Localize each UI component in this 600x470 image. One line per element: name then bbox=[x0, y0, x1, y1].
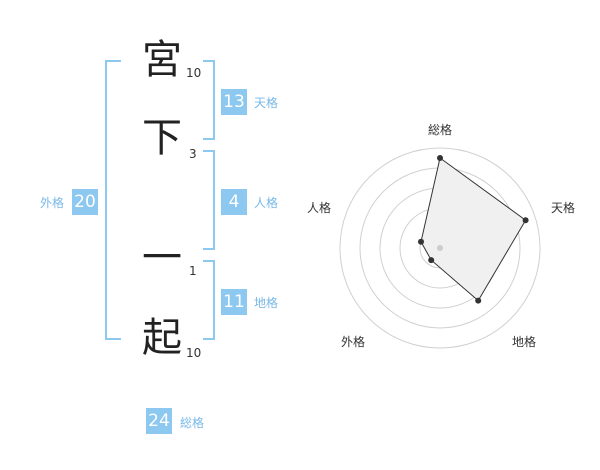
soukaku-label: 総格 bbox=[180, 416, 205, 430]
gaikaku-label: 外格 bbox=[40, 196, 65, 210]
stroke-count-3: 1 bbox=[189, 264, 197, 278]
chikaku-bracket bbox=[203, 260, 215, 340]
stroke-count-1: 10 bbox=[186, 66, 202, 80]
radar-point-3 bbox=[428, 257, 435, 264]
radar-axis-label-gaikaku: 外格 bbox=[341, 334, 365, 349]
gaikaku-value-badge: 20 bbox=[72, 189, 98, 215]
radar-center bbox=[437, 245, 443, 251]
radar-axis-label-soukaku: 総格 bbox=[428, 122, 452, 137]
chikaku-label: 地格 bbox=[254, 296, 279, 310]
jinkaku-bracket bbox=[203, 150, 215, 250]
jinkaku-value-badge: 4 bbox=[221, 189, 247, 215]
name-char-3: 一 bbox=[142, 235, 182, 281]
tenkaku-value-badge: 13 bbox=[221, 89, 247, 115]
radar-point-1 bbox=[522, 217, 529, 224]
radar-points bbox=[418, 155, 529, 304]
name-char-4: 起 bbox=[142, 315, 182, 361]
name-char-2: 下 bbox=[142, 115, 182, 161]
soukaku-value-badge: 24 bbox=[146, 408, 172, 434]
tenkaku-bracket bbox=[203, 60, 215, 140]
radar-axis-label-jinkaku: 人格 bbox=[307, 200, 331, 215]
stroke-count-2: 3 bbox=[189, 147, 197, 161]
stroke-count-4: 10 bbox=[186, 346, 202, 360]
radar-ring-5 bbox=[339, 147, 541, 349]
radar-axis-label-chikaku: 地格 bbox=[512, 334, 536, 349]
radar-axis-label-tenkaku: 天格 bbox=[551, 200, 575, 215]
jinkaku-label: 人格 bbox=[254, 196, 279, 210]
radar-point-2 bbox=[475, 297, 482, 304]
radar-point-4 bbox=[418, 238, 424, 245]
name-char-1: 宮 bbox=[142, 37, 182, 83]
chikaku-value-badge: 11 bbox=[221, 289, 247, 315]
gaikaku-bracket bbox=[105, 60, 121, 340]
tenkaku-label: 天格 bbox=[254, 96, 279, 110]
radar-area bbox=[420, 157, 527, 302]
radar-point-0 bbox=[437, 155, 443, 161]
